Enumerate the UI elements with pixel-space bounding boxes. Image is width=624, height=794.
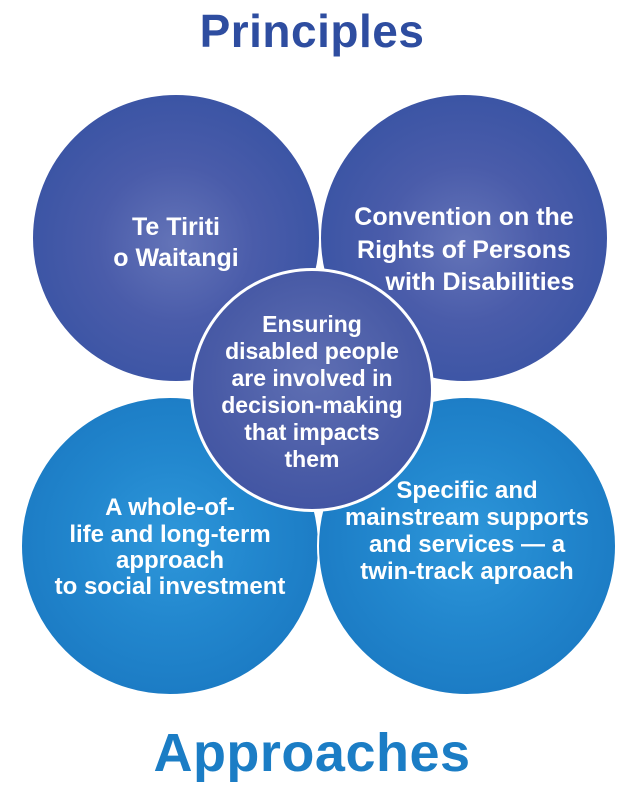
- circle-text-line: and services — a: [368, 531, 566, 558]
- circle-text-line: Ensuring: [262, 311, 362, 338]
- circle-whole-of-life-social-investment: A whole-of- life and long-term approach …: [20, 396, 320, 696]
- circle-text-line: decision-making: [221, 392, 403, 418]
- circle-text-block: Te Tiriti o Waitangi: [33, 212, 319, 275]
- circle-text-line: o Waitangi: [113, 244, 239, 272]
- circle-text-line: approach: [115, 547, 225, 574]
- circle-text-block: Ensuring disabled people are involved in…: [193, 311, 431, 472]
- circle-text-line: mainstream supports: [344, 504, 590, 532]
- circle-text-line: A whole-of-: [105, 494, 235, 522]
- title-principles: Principles: [199, 5, 425, 57]
- circle-text-block: A whole-of- life and long-term approach …: [22, 494, 318, 601]
- circle-te-tiriti-o-waitangi: Te Tiriti o Waitangi: [31, 93, 321, 383]
- circle-disabled-people-decision-making: Ensuring disabled people are involved in…: [190, 268, 434, 512]
- circle-text-line: Convention on the: [354, 203, 574, 232]
- circle-text-line: Specific and: [396, 477, 538, 505]
- circle-text-line: disabled people: [225, 338, 399, 365]
- circle-text-line: Te Tiriti: [132, 212, 220, 241]
- circle-text-line: twin-track aproach: [360, 557, 574, 585]
- circle-text-block: Convention on the Rights of Persons with…: [321, 201, 607, 299]
- circle-text-block: Specific and mainstream supports and ser…: [319, 477, 615, 586]
- circle-text-line: to social investment: [54, 573, 286, 601]
- circle-text-line: with Disabilities: [385, 268, 575, 297]
- circle-text-line: that impacts: [244, 418, 380, 445]
- circle-text-line: are involved in: [231, 365, 393, 392]
- circle-text-line: Rights of Persons: [357, 235, 571, 264]
- circle-text-line: life and long-term: [69, 520, 271, 548]
- title-approaches: Approaches: [153, 723, 471, 783]
- circle-text-line: them: [284, 445, 340, 472]
